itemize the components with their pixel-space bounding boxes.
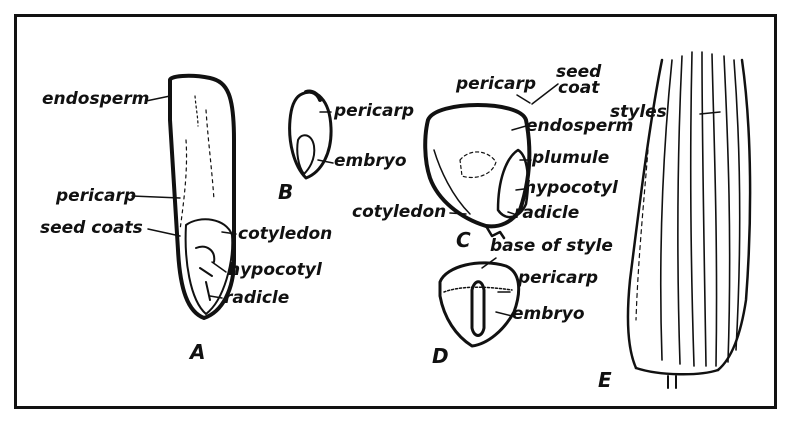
label-d-pericarp: pericarp: [518, 270, 598, 287]
label-a-cotyledon: cotyledon: [238, 226, 332, 243]
label-a-pericarp: pericarp: [56, 188, 136, 205]
grain-a-drawing: [132, 76, 236, 318]
kernel-d-drawing: [440, 258, 519, 346]
label-a-seed-coats: seed coats: [40, 220, 143, 237]
letter-d: D: [432, 346, 449, 366]
letter-b: B: [278, 182, 293, 202]
label-b-pericarp: pericarp: [334, 103, 414, 120]
label-b-embryo: embryo: [334, 153, 407, 170]
label-a-hypocotyl: hypocotyl: [228, 262, 322, 279]
label-d-embryo: embryo: [512, 306, 585, 323]
letter-c: C: [456, 230, 471, 250]
letter-a: A: [190, 342, 205, 362]
letter-e: E: [598, 370, 612, 390]
label-c-pericarp: pericarp: [456, 76, 536, 93]
label-a-radicle: radicle: [224, 290, 289, 307]
label-c-plumule: plumule: [532, 150, 609, 167]
label-a-endosperm: endosperm: [42, 91, 149, 108]
label-c-radicle: radicle: [514, 205, 579, 222]
label-c-hypocotyl: hypocotyl: [524, 180, 618, 197]
label-c-coat: coat: [558, 80, 599, 97]
seed-b-drawing: [290, 91, 333, 178]
label-e-styles: styles: [610, 104, 667, 121]
label-c-cotyledon: cotyledon: [352, 204, 446, 221]
label-d-base-of-style: base of style: [490, 238, 613, 255]
